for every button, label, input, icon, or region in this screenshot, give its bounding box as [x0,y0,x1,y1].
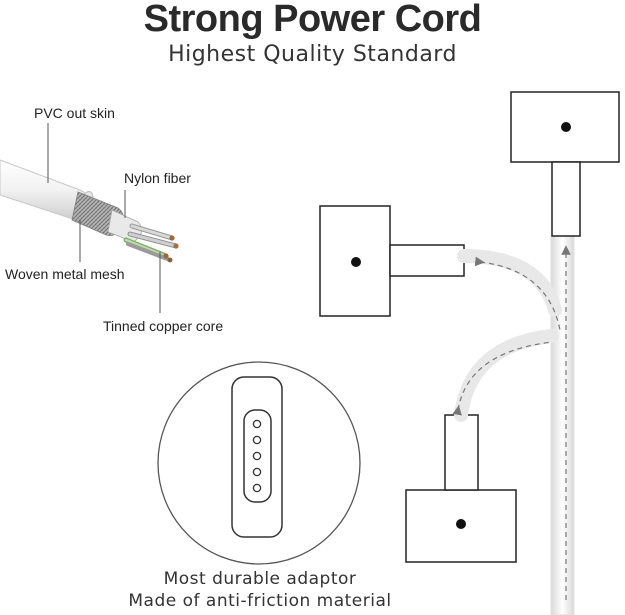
adaptor-pin [252,419,262,429]
bottom-connector-pin [456,519,466,529]
label-copper-core: Tinned copper core [103,318,224,334]
rotate-arrow-left [474,256,561,331]
adaptor-pin [252,483,262,493]
cable-cross-section [0,123,179,313]
adaptor-caption-line2: Made of anti-friction material [128,591,392,611]
copper-wires [123,223,179,263]
top-connector-neck [551,161,581,237]
adaptor-pin [252,467,262,477]
top-connector-pin [561,122,571,132]
connector-diagram [319,91,620,615]
adaptor-caption-line1: Most durable adaptor [163,569,357,589]
page-title: Strong Power Cord [143,0,482,40]
adaptor-pin [252,435,262,445]
adaptor-pin [252,451,262,461]
label-pvc-skin: PVC out skin [34,105,115,121]
adaptor-closeup [157,361,361,565]
label-nylon-fiber: Nylon fiber [124,170,191,186]
rotate-arrow-bottom [452,341,553,416]
bottom-connector-neck [444,414,479,491]
left-connector-neck [389,244,465,277]
page-subtitle: Highest Quality Standard [168,42,457,67]
left-connector-pin [351,257,361,267]
label-metal-mesh: Woven metal mesh [5,266,125,282]
